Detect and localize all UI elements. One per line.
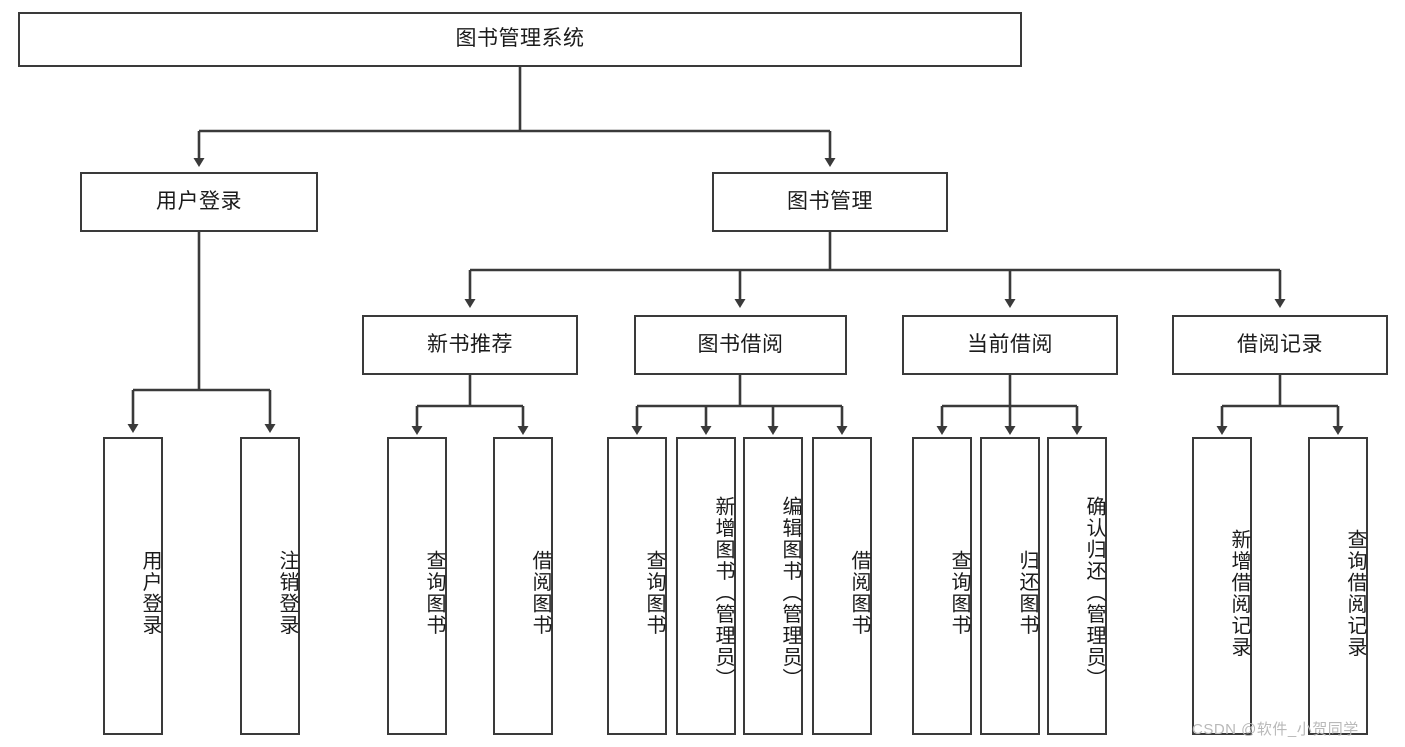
node-label: 编辑图书（管理员） [779, 496, 801, 690]
node-label: 新增图书（管理员） [712, 496, 734, 690]
leaf-record-add-record[interactable]: 新增借阅记录 [1192, 437, 1252, 735]
node-label: 归还图书 [1016, 550, 1038, 636]
leaf-current-query-book[interactable]: 查询图书 [912, 437, 972, 735]
node-label: 图书管理系统 [455, 27, 585, 51]
node-label: 查询借阅记录 [1344, 528, 1366, 658]
leaf-borrow-borrow-book[interactable]: 借阅图书 [812, 437, 872, 735]
node-label: 查询图书 [423, 550, 445, 636]
node-label: 用户登录 [156, 189, 242, 213]
node-label: 新增借阅记录 [1228, 528, 1250, 658]
node-label: 当前借阅 [967, 332, 1053, 356]
leaf-current-return-book[interactable]: 归还图书 [980, 437, 1040, 735]
node-label: 查询图书 [643, 550, 665, 636]
node-label: 图书管理 [787, 189, 873, 213]
node-current-borrow[interactable]: 当前借阅 [902, 315, 1118, 375]
leaf-current-confirm-return-admin[interactable]: 确认归还（管理员） [1047, 437, 1107, 735]
leaf-borrow-query-book[interactable]: 查询图书 [607, 437, 667, 735]
leaf-borrow-add-book-admin[interactable]: 新增图书（管理员） [676, 437, 736, 735]
node-label: 确认归还（管理员） [1083, 496, 1105, 690]
node-label: 查询图书 [948, 550, 970, 636]
leaf-record-query-record[interactable]: 查询借阅记录 [1308, 437, 1368, 735]
leaf-recommend-query-book[interactable]: 查询图书 [387, 437, 447, 735]
node-new-book-recommend[interactable]: 新书推荐 [362, 315, 578, 375]
leaf-borrow-edit-book-admin[interactable]: 编辑图书（管理员） [743, 437, 803, 735]
node-label: 用户登录 [139, 550, 161, 636]
leaf-recommend-borrow-book[interactable]: 借阅图书 [493, 437, 553, 735]
leaf-user-login-logout[interactable]: 注销登录 [240, 437, 300, 735]
node-label: 借阅图书 [529, 550, 551, 636]
node-borrow-record[interactable]: 借阅记录 [1172, 315, 1388, 375]
node-label: 图书借阅 [697, 332, 784, 356]
node-book-management[interactable]: 图书管理 [712, 172, 948, 232]
leaf-user-login-login[interactable]: 用户登录 [103, 437, 163, 735]
node-label: 借阅记录 [1237, 332, 1323, 356]
node-book-borrow[interactable]: 图书借阅 [634, 315, 847, 375]
node-label: 注销登录 [276, 550, 298, 636]
node-label: 借阅图书 [848, 550, 870, 636]
node-label: 新书推荐 [427, 332, 513, 356]
watermark: CSDN @软件_小贺同学 [1192, 721, 1359, 738]
node-root-system[interactable]: 图书管理系统 [18, 12, 1022, 67]
node-user-login[interactable]: 用户登录 [80, 172, 318, 232]
